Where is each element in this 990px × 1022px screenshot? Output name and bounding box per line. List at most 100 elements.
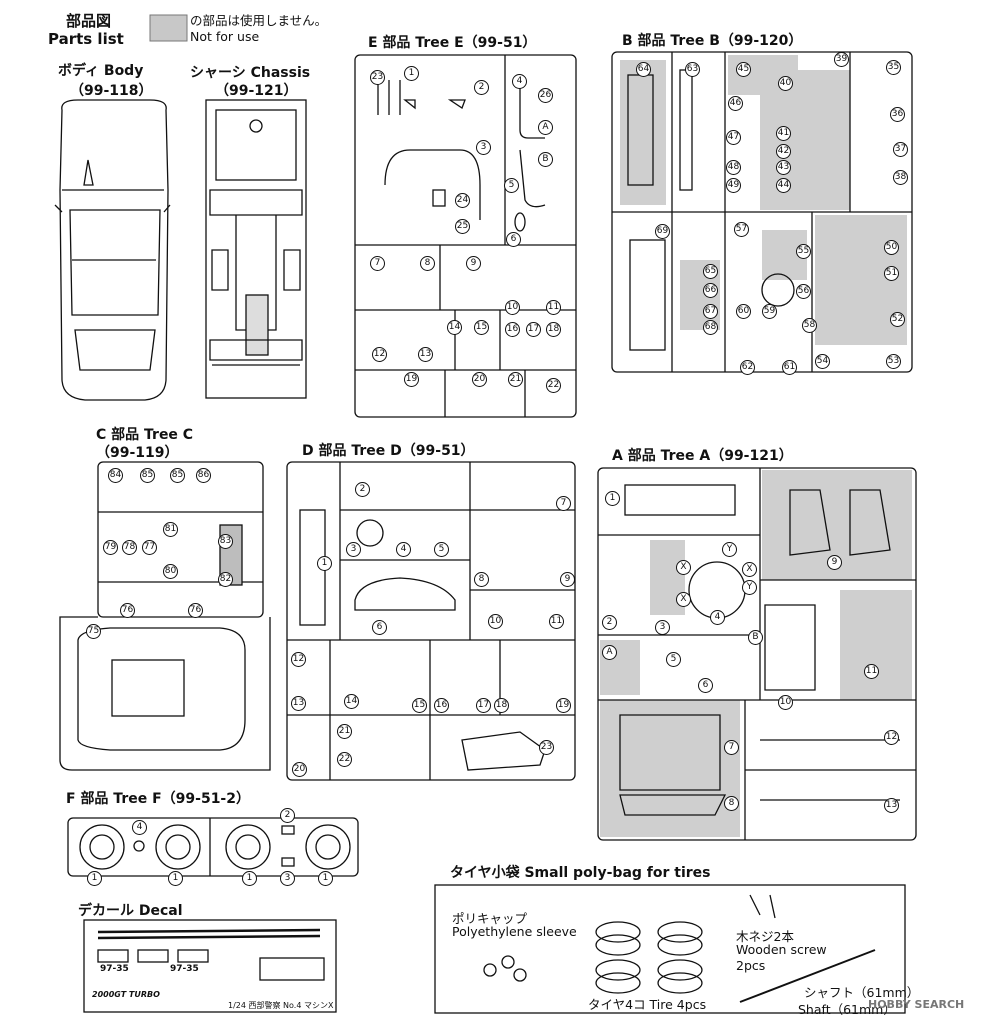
decal-logo: 2000GT TURBO [92, 990, 160, 999]
part-number: 19 [556, 698, 571, 713]
part-number: 4 [512, 74, 527, 89]
part-number: 48 [726, 160, 741, 175]
screw-jp: 木ネジ2本 [736, 929, 794, 944]
part-number: 22 [337, 752, 352, 767]
part-number: 6 [698, 678, 713, 693]
part-number: 16 [434, 698, 449, 713]
part-number: 5 [666, 652, 681, 667]
part-number: X [676, 560, 691, 575]
part-number: 2 [280, 808, 295, 823]
part-number: 62 [740, 360, 755, 375]
part-number: 25 [455, 219, 470, 234]
part-number: 4 [710, 610, 725, 625]
body-code: （99-118） [70, 83, 153, 99]
part-number: 2 [474, 80, 489, 95]
part-number: 84 [108, 468, 123, 483]
tree-f-frame [67, 817, 359, 877]
part-number: 40 [778, 76, 793, 91]
part-number: 77 [142, 540, 157, 555]
decal-plate: 97-35 [170, 964, 199, 974]
part-number: 65 [703, 264, 718, 279]
tree-b-frame [611, 51, 913, 373]
part-number: 1 [317, 556, 332, 571]
part-number: 36 [890, 107, 905, 122]
part-number: 4 [396, 542, 411, 557]
tree-c-code: （99-119） [96, 445, 179, 461]
part-number: 41 [776, 126, 791, 141]
part-number: 19 [404, 372, 419, 387]
part-number: 82 [218, 572, 233, 587]
part-number: 4 [132, 820, 147, 835]
part-number: 9 [827, 555, 842, 570]
part-number: 69 [655, 224, 670, 239]
part-number: 13 [291, 696, 306, 711]
part-number: 14 [447, 320, 462, 335]
part-number: 37 [893, 142, 908, 157]
part-number: 81 [163, 522, 178, 537]
part-number: 86 [196, 468, 211, 483]
part-number: Y [722, 542, 737, 557]
part-number: 47 [726, 130, 741, 145]
part-number: X [676, 592, 691, 607]
not-for-use-swatch [149, 14, 188, 42]
part-number: 17 [476, 698, 491, 713]
part-number: 1 [242, 871, 257, 886]
part-number: 53 [886, 354, 901, 369]
bag-label: タイヤ小袋 Small poly-bag for tires [450, 865, 711, 881]
part-number: 1 [318, 871, 333, 886]
part-number: B [748, 630, 763, 645]
part-number: 59 [762, 304, 777, 319]
part-number: 15 [412, 698, 427, 713]
part-number: 7 [370, 256, 385, 271]
part-number: 50 [884, 240, 899, 255]
part-number: 11 [549, 614, 564, 629]
part-number: 16 [505, 322, 520, 337]
part-number: 58 [802, 318, 817, 333]
part-number: 45 [736, 62, 751, 77]
part-number: Y [742, 580, 757, 595]
part-number: A [602, 645, 617, 660]
part-number: 66 [703, 283, 718, 298]
part-number: 10 [778, 695, 793, 710]
part-number: 8 [724, 796, 739, 811]
part-number: 6 [372, 620, 387, 635]
part-number: 13 [418, 347, 433, 362]
part-number: 3 [280, 871, 295, 886]
part-number: A [538, 120, 553, 135]
part-number: 15 [474, 320, 489, 335]
sleeve-en: Polyethylene sleeve [452, 924, 577, 939]
part-number: 52 [890, 312, 905, 327]
part-number: 12 [372, 347, 387, 362]
part-number: 7 [556, 496, 571, 511]
part-number: 5 [434, 542, 449, 557]
part-number: 1 [404, 66, 419, 81]
part-number: 11 [546, 300, 561, 315]
chassis-code: （99-121） [215, 83, 298, 99]
screw-qty: 2pcs [736, 958, 766, 973]
part-number: 54 [815, 354, 830, 369]
shaft-jp: シャフト（61mm） [804, 985, 920, 1000]
part-number: 42 [776, 144, 791, 159]
part-number: 3 [655, 620, 670, 635]
part-number: 9 [560, 572, 575, 587]
part-number: 46 [728, 96, 743, 111]
part-number: 78 [122, 540, 137, 555]
part-number: 3 [476, 140, 491, 155]
part-number: 13 [884, 798, 899, 813]
part-number: 18 [494, 698, 509, 713]
part-number: 17 [526, 322, 541, 337]
part-number: 85 [170, 468, 185, 483]
part-number: 23 [370, 70, 385, 85]
part-number: 10 [505, 300, 520, 315]
part-number: 11 [864, 664, 879, 679]
part-number: X [742, 562, 757, 577]
title-en: Parts list [48, 30, 124, 48]
part-number: 49 [726, 178, 741, 193]
tire-label: タイヤ4コ Tire 4pcs [588, 997, 707, 1012]
decal-plate: 97-35 [100, 964, 129, 974]
part-number: 79 [103, 540, 118, 555]
part-number: 76 [120, 603, 135, 618]
part-number: 38 [893, 170, 908, 185]
watermark: HOBBY SEARCH [868, 998, 965, 1011]
